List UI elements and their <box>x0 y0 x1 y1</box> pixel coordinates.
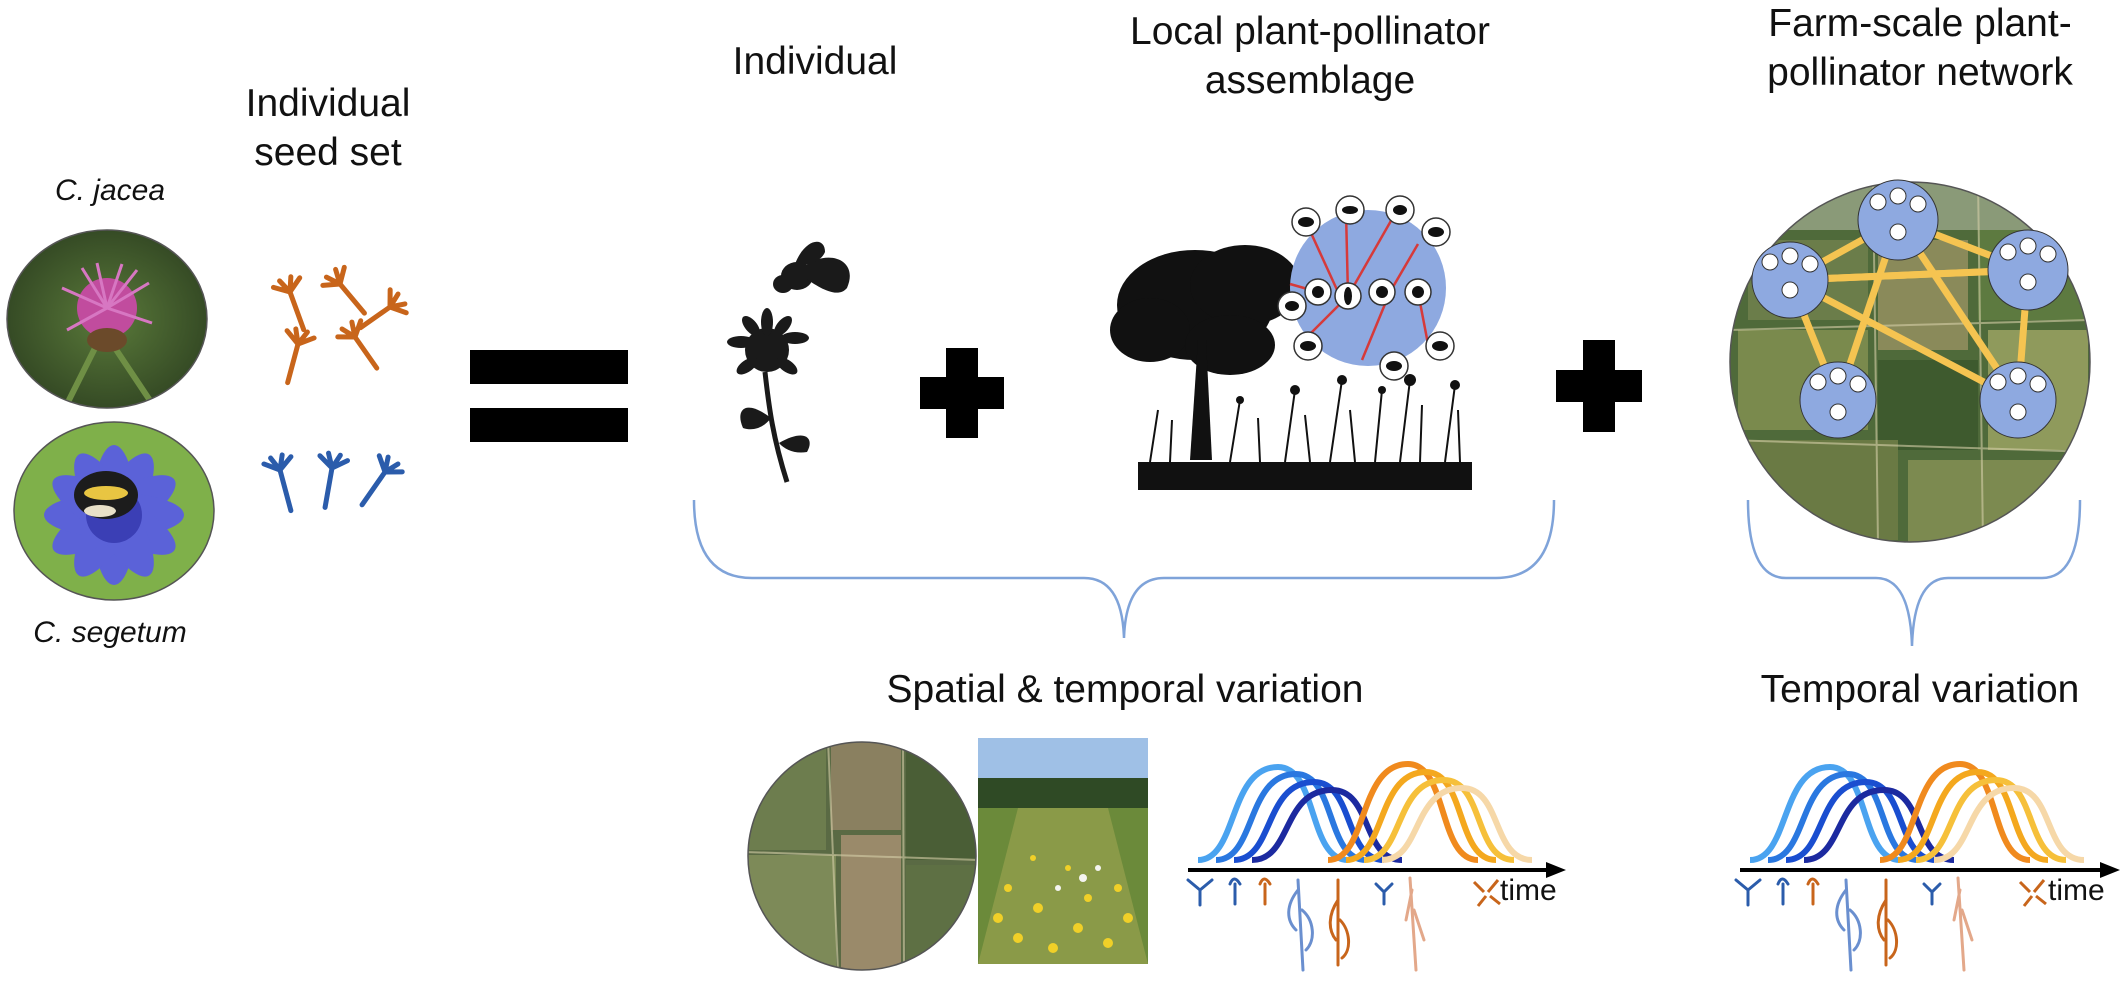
aerial-map-small <box>747 741 977 971</box>
seed-set-title-line1: Individual <box>245 82 411 125</box>
time-axis-label-2: time <box>2048 874 2105 907</box>
seed-set-title: Individual seed set <box>218 80 438 178</box>
species-label-jacea: C. jacea <box>54 174 166 207</box>
equals-bar-bottom <box>470 408 628 442</box>
plus2-vertical <box>1583 340 1615 432</box>
brace-left <box>692 499 1556 639</box>
jacea-flower-photo <box>6 229 208 409</box>
farm-title-line1: Farm-scale plant- <box>1768 2 2072 45</box>
segetum-flower-photo <box>13 421 215 601</box>
time-axis-label-1: time <box>1500 874 1557 907</box>
spatial-temporal-label: Spatial & temporal variation <box>886 668 1364 711</box>
farm-network-title: Farm-scale plant- pollinator network <box>1720 0 2120 98</box>
brace-right <box>1746 499 2082 647</box>
blue-seeds-icon <box>261 450 405 514</box>
local-title-line2: assemblage <box>1204 58 1416 102</box>
species-label-segetum: C. segetum <box>33 616 187 649</box>
farm-network-map <box>1729 179 2091 543</box>
plant-stage-icons-right <box>1734 876 1974 972</box>
phenology-curves-middle <box>1188 760 1566 878</box>
phenology-curves-right <box>1740 760 2120 878</box>
individual-title: Individual <box>732 40 898 83</box>
plus1-vertical <box>946 348 978 438</box>
temporal-label: Temporal variation <box>1760 668 2080 711</box>
seed-set-title-line2: seed set <box>254 130 402 174</box>
farm-title-line2: pollinator network <box>1767 50 2073 94</box>
local-title-line1: Local plant-pollinator <box>1130 10 1490 53</box>
equals-bar-top <box>470 350 628 384</box>
plant-stage-icons-middle <box>1186 876 1426 972</box>
seed-icon-small-2 <box>2018 879 2047 907</box>
local-assemblage-title: Local plant-pollinator assemblage <box>1060 8 1560 106</box>
orange-seeds-icon <box>270 264 409 386</box>
flower-bee-silhouette <box>727 241 850 483</box>
plus-sign-2 <box>1556 340 1642 432</box>
seed-icon-small-1 <box>1472 879 1501 907</box>
wildflower-strip-photo <box>978 738 1148 964</box>
equals-sign <box>470 350 628 442</box>
local-network-diagram <box>1277 195 1455 381</box>
tree-meadow-silhouette <box>1110 245 1472 490</box>
plus-sign-1 <box>920 348 1004 438</box>
